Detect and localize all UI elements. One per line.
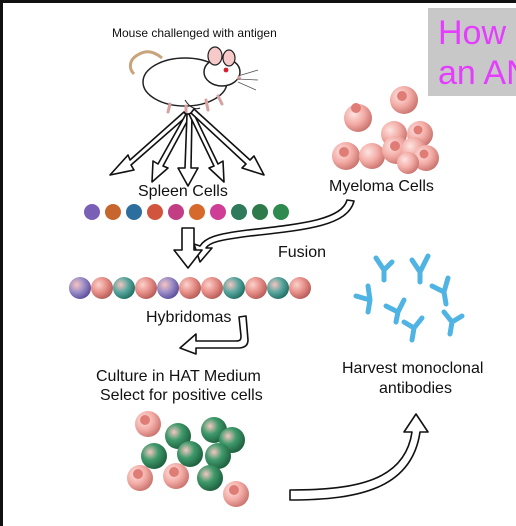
spleen-cell-row xyxy=(84,204,289,220)
frame-left-border xyxy=(0,0,3,526)
antibody-group xyxy=(353,253,465,343)
spleen-cells-label: Spleen Cells xyxy=(138,183,228,200)
myeloma-cell-cluster xyxy=(332,86,439,174)
antibody-icon-5 xyxy=(383,297,407,325)
title-banner: How an AN xyxy=(428,8,516,96)
antibody-icon-6 xyxy=(441,309,465,337)
harvest-label-line1: Harvest monoclonal xyxy=(342,360,484,377)
antibody-icon-3 xyxy=(429,275,451,307)
culture-cell-cluster xyxy=(127,411,249,507)
antibody-icon-4 xyxy=(353,283,373,315)
mouse-illustration xyxy=(128,46,259,116)
harvest-label-line2: antibodies xyxy=(379,380,452,397)
culture-label-line2: Select for positive cells xyxy=(100,387,263,404)
myeloma-cells-label: Myeloma Cells xyxy=(329,178,434,195)
title-line-2: an AN xyxy=(438,54,516,92)
title-line-1: How xyxy=(438,14,507,52)
mouse-to-spleen-arrows xyxy=(109,108,265,187)
mouse-label: Mouse challenged with antigen xyxy=(112,26,277,40)
fusion-label: Fusion xyxy=(278,244,327,261)
antibody-icon-2 xyxy=(373,255,395,283)
frame-top-border xyxy=(0,0,516,3)
hybridoma-to-culture-arrow xyxy=(179,315,249,355)
harvest-arrow xyxy=(289,413,429,501)
antibody-icon-1 xyxy=(409,253,431,285)
culture-label-line1: Culture in HAT Medium xyxy=(96,368,261,385)
hybridomas-label: Hybridomas xyxy=(146,309,232,326)
hybridoma-cell-row xyxy=(69,277,311,299)
antibody-icon-7 xyxy=(401,315,425,343)
fusion-arrow xyxy=(173,199,355,269)
